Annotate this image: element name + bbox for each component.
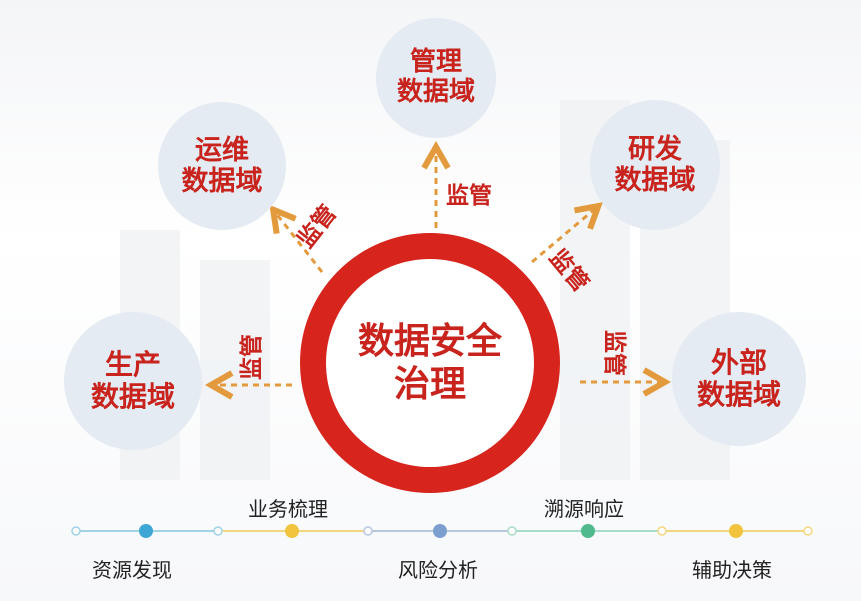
rnd-domain-line1: 研发 [628, 133, 682, 165]
production-domain-line2: 数据域 [90, 380, 175, 413]
rnd-domain-node: 研发 数据域 [590, 100, 720, 230]
production-domain-line1: 生产 [104, 347, 161, 381]
center-title-line1: 数据安全 [357, 320, 502, 362]
operations-domain-node: 运维 数据域 [158, 102, 286, 230]
operations-domain-line1: 运维 [195, 134, 249, 166]
timeline-joint [507, 526, 517, 536]
timeline-dot-business-review [285, 524, 299, 538]
background-building [200, 260, 270, 480]
timeline-label-decision-support: 辅助决策 [692, 558, 772, 582]
timeline-joint [363, 526, 373, 536]
timeline-label-business-review: 业务梳理 [248, 497, 328, 521]
timeline-joint [657, 526, 667, 536]
edge-label-production: 监管 [239, 334, 265, 380]
timeline-dot-risk-analysis [433, 524, 447, 538]
management-domain-line2: 数据域 [396, 77, 475, 107]
arrow-to-operations [275, 212, 324, 273]
management-domain-node: 管理 数据域 [376, 18, 496, 138]
external-domain-line2: 数据域 [696, 378, 781, 411]
edge-label-management: 监管 [446, 183, 492, 209]
timeline-label-trace-response: 溯源响应 [544, 497, 624, 521]
operations-domain-line2: 数据域 [181, 166, 263, 197]
center-governance-ring: 数据安全 治理 [300, 233, 560, 493]
timeline-dot-resource-discovery [139, 524, 153, 538]
timeline-dot-decision-support [729, 524, 743, 538]
timeline-label-resource-discovery: 资源发现 [92, 558, 172, 582]
timeline-dot-trace-response [581, 524, 595, 538]
center-title-line2: 治理 [393, 364, 466, 405]
external-domain-node: 外部 数据域 [672, 312, 806, 446]
arrow-to-rnd [531, 208, 596, 264]
production-domain-node: 生产 数据域 [64, 312, 202, 450]
management-domain-line1: 管理 [409, 47, 462, 78]
rnd-domain-line2: 数据域 [614, 165, 696, 196]
timeline-label-risk-analysis: 风险分析 [398, 558, 478, 582]
edge-label-external: 监管 [601, 330, 627, 376]
timeline-joint [71, 526, 81, 536]
external-domain-line1: 外部 [710, 345, 767, 379]
timeline-joint [803, 526, 813, 536]
timeline-joint [213, 526, 223, 536]
